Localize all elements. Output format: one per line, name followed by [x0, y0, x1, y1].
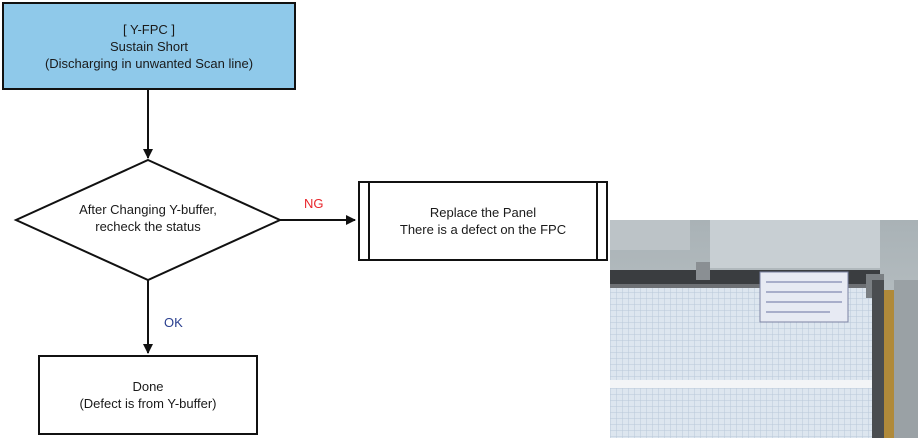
ng-action-box: Replace the Panel There is a defect on t… [358, 181, 608, 261]
ok-label: OK [164, 315, 183, 330]
ng-action-line-1: Replace the Panel [430, 204, 536, 221]
photo-illustration [610, 220, 918, 438]
ok-action-box: Done (Defect is from Y-buffer) [38, 355, 258, 435]
decision-line-1: After Changing Y-buffer, [20, 201, 276, 218]
start-line-1: [ Y-FPC ] [123, 21, 175, 38]
start-box: [ Y-FPC ] Sustain Short (Discharging in … [2, 2, 296, 90]
ng-label: NG [304, 196, 324, 211]
start-line-2: Sustain Short [110, 38, 188, 55]
start-line-3: (Discharging in unwanted Scan line) [45, 55, 253, 72]
decision-line-2: recheck the status [20, 218, 276, 235]
ok-action-line-1: Done [132, 378, 163, 395]
panel-fpc-photo [610, 220, 918, 438]
ng-action-line-2: There is a defect on the FPC [400, 221, 566, 238]
process-bar-left [368, 183, 370, 259]
decision-text: After Changing Y-buffer, recheck the sta… [20, 201, 276, 235]
process-bar-right [596, 183, 598, 259]
ok-action-line-2: (Defect is from Y-buffer) [79, 395, 216, 412]
